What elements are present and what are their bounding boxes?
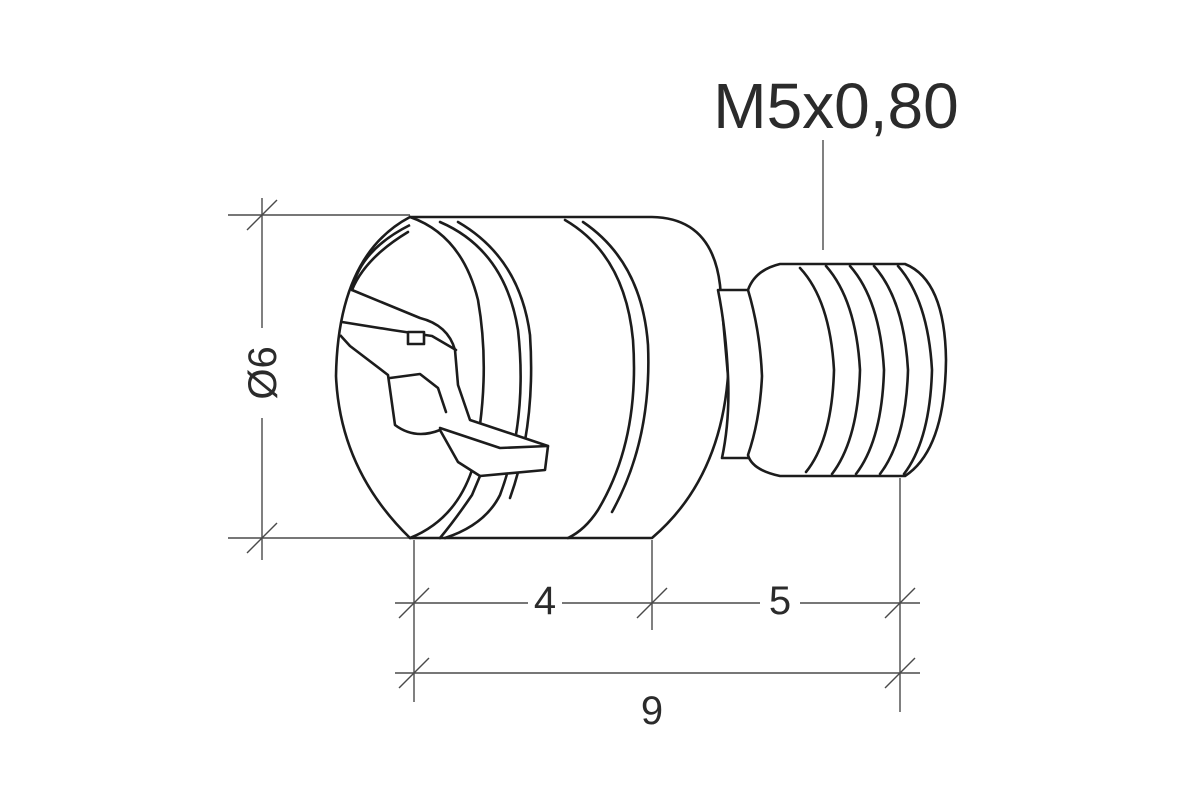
dim-total-length-label: 9	[641, 689, 663, 733]
dim-head-length-label: 4	[534, 579, 556, 623]
diameter-tick-top	[246, 199, 278, 231]
head-face-edge	[408, 215, 486, 540]
thread-ridge-4	[872, 264, 910, 476]
screw-thread	[746, 262, 948, 478]
thread-ridge-1	[798, 266, 836, 474]
tick-4-right	[636, 587, 668, 619]
slot-bottom-edge	[438, 426, 550, 450]
dim-thread-length-label: 5	[769, 579, 791, 623]
tick-total-right	[884, 657, 916, 689]
slot-inner-step	[388, 372, 448, 414]
head-ring-1	[438, 220, 522, 540]
thread-ridge-3	[848, 264, 886, 476]
thread-callout-label: M5x0,80	[713, 70, 958, 142]
length-dimensions: 4 5 9	[395, 478, 920, 733]
slot-cutout	[339, 223, 550, 478]
tick-5-right	[884, 587, 916, 619]
tick-total-left	[398, 657, 430, 689]
slot-upper-lip	[350, 230, 410, 292]
slot-notch	[406, 330, 426, 346]
thread-body	[746, 262, 948, 478]
thread-callout: M5x0,80	[713, 70, 959, 250]
diameter-tick-bottom	[246, 522, 278, 554]
head-ring-2b	[581, 220, 650, 514]
tick-4-left	[398, 587, 430, 619]
slot-lower-lip	[438, 474, 482, 540]
diameter-dimension: Ø6	[228, 198, 410, 560]
thread-ridge-2	[824, 264, 862, 476]
thread-ridge-5	[896, 264, 934, 476]
head-ring-2	[563, 218, 636, 540]
screw-head	[334, 215, 730, 540]
diameter-label: Ø6	[241, 346, 285, 399]
